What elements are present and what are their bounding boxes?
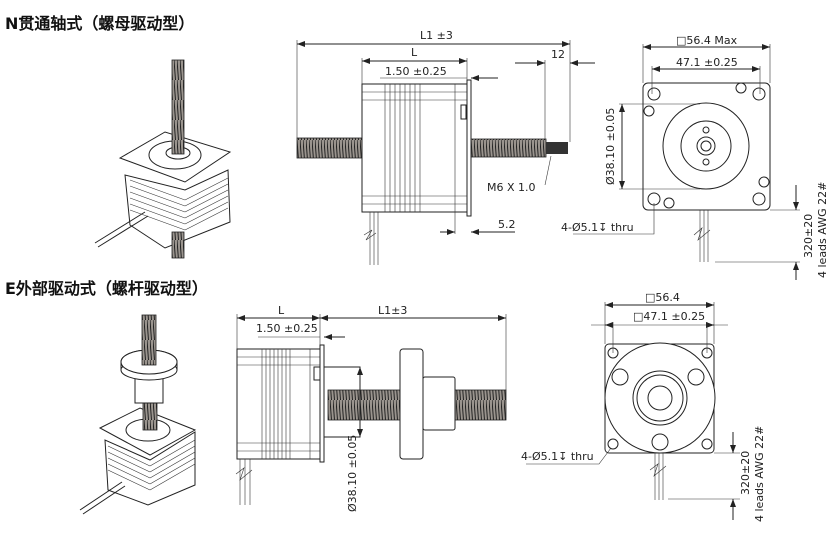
n-l1-dimension: L1 ±3: [420, 29, 453, 42]
e-mount-holes: 4-Ø5.1↧ thru: [521, 450, 594, 463]
n-isometric-motor: [94, 59, 232, 259]
n-pilot-dimension: 1.50 ±0.25: [385, 65, 447, 78]
section-n-title: N贯通轴式（螺母驱动型）: [5, 14, 194, 33]
e-hole-spacing: □47.1 ±0.25: [633, 310, 705, 323]
e-leads-spec: 4 leads AWG 22#: [753, 426, 766, 522]
n-front-view: □56.4 Max 47.1 ±0.25 Ø38.10 ±0.05 4-Ø5.1…: [561, 34, 829, 280]
e-lead-length: 320±20: [739, 451, 752, 495]
e-l1-dimension: L1±3: [378, 304, 407, 317]
section-e-title: E外部驱动式（螺杆驱动型）: [5, 279, 208, 298]
n-side-view: L1 ±3 L 1.50 ±0.25 12 M6 X 1.0 5.2: [296, 29, 595, 265]
n-square-dimension: □56.4 Max: [676, 34, 738, 47]
e-pilot-dimension: 1.50 ±0.25: [256, 322, 318, 335]
n-thread-length: 12: [551, 48, 565, 61]
n-mount-holes: 4-Ø5.1↧ thru: [561, 221, 634, 234]
n-leads-spec: 4 leads AWG 22#: [816, 182, 829, 278]
n-thread-spec: M6 X 1.0: [487, 181, 536, 194]
n-l-dimension: L: [411, 46, 418, 59]
e-front-view: □56.4 □47.1 ±0.25 4-Ø5.1↧ thru 320±20 4 …: [521, 291, 766, 522]
e-square-dimension: □56.4: [645, 291, 680, 304]
e-l-dimension: L: [278, 304, 285, 317]
n-lead-length: 320±20: [802, 214, 815, 258]
n-flange-dimension: 5.2: [498, 218, 516, 231]
n-pilot-diameter: Ø38.10 ±0.05: [604, 108, 617, 185]
e-side-view: L L1±3 1.50 ±0.25 Ø38.10 ±0.05: [235, 304, 507, 512]
n-hole-spacing: 47.1 ±0.25: [676, 56, 738, 69]
e-isometric-motor: [79, 314, 197, 515]
e-pilot-diameter: Ø38.10 ±0.05: [346, 435, 359, 512]
